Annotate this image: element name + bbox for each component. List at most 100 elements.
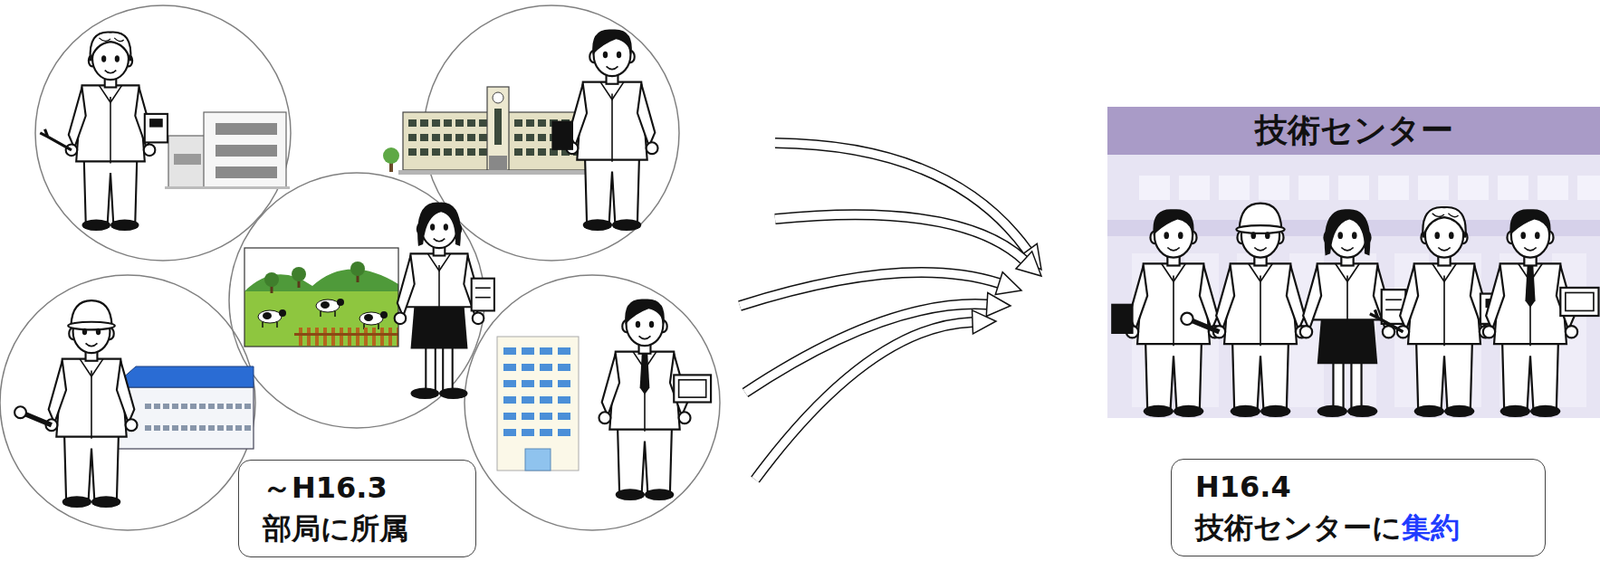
person-eye xyxy=(114,55,120,62)
school-window xyxy=(467,119,476,127)
office-window xyxy=(521,412,535,421)
arrow-body xyxy=(745,304,987,393)
fence-post xyxy=(323,327,327,346)
fence-post xyxy=(388,327,393,346)
office-door xyxy=(525,449,551,471)
school-window xyxy=(514,119,523,127)
person-mouth xyxy=(1437,248,1450,251)
person-shoe xyxy=(1260,405,1291,418)
building-window xyxy=(1139,175,1170,201)
person-eye xyxy=(1520,231,1526,240)
office-window xyxy=(503,412,517,421)
person-hair xyxy=(90,31,132,61)
meadow-inner xyxy=(244,248,399,347)
factory-window xyxy=(226,425,233,432)
factory-window xyxy=(144,403,152,410)
person-eye xyxy=(1163,231,1169,240)
school-clock xyxy=(492,92,504,104)
arrow-head xyxy=(1015,251,1042,277)
group-circle xyxy=(35,5,291,261)
person-eye xyxy=(1434,231,1440,240)
person-mouth xyxy=(1523,248,1536,251)
tree-crown xyxy=(383,147,400,164)
person-hand xyxy=(598,411,611,424)
building-window xyxy=(1298,175,1330,201)
school-window xyxy=(526,134,535,142)
wrench-head xyxy=(14,406,27,419)
school-window xyxy=(455,148,464,156)
factory-window xyxy=(190,425,197,432)
lab-building xyxy=(164,112,290,190)
person-hair xyxy=(417,202,461,247)
person-eye xyxy=(1448,231,1455,240)
school-window xyxy=(408,134,417,142)
person-eye xyxy=(82,328,87,336)
person-trousers xyxy=(84,153,138,223)
office-window xyxy=(503,429,517,437)
held-folder xyxy=(551,121,574,151)
factory-window xyxy=(190,403,197,410)
held-probe xyxy=(1370,309,1404,332)
person-figure xyxy=(1300,209,1407,418)
tower-window xyxy=(494,108,502,145)
factory-window xyxy=(181,403,188,410)
factory-window xyxy=(244,403,251,410)
person-eye xyxy=(443,223,449,230)
person-trousers xyxy=(1232,335,1289,409)
person-trousers xyxy=(617,421,672,492)
held-wrench xyxy=(23,413,52,426)
person-shoe xyxy=(1347,405,1378,418)
building-window xyxy=(1218,175,1250,201)
person-hair xyxy=(1509,209,1551,236)
text-line: 技術センター xyxy=(1255,108,1454,154)
factory-window xyxy=(144,425,152,432)
person-hand xyxy=(1565,325,1578,338)
person-hand xyxy=(1300,325,1313,338)
person-hair xyxy=(624,298,665,325)
school-window xyxy=(420,148,429,156)
person-mouth xyxy=(86,343,98,346)
device-screen xyxy=(149,118,163,127)
arrow-outline xyxy=(755,322,973,480)
school-window xyxy=(467,148,476,156)
hollow-arrow xyxy=(755,310,997,480)
building-window xyxy=(1417,175,1449,201)
cow xyxy=(258,310,282,324)
school-window xyxy=(431,119,441,127)
person-hair xyxy=(592,28,633,55)
text-line: H16.4 xyxy=(1195,467,1522,508)
person-arm xyxy=(1302,266,1322,331)
cap-brim xyxy=(67,322,115,331)
office-window xyxy=(521,364,535,372)
person-shoe xyxy=(583,219,613,231)
person-shoe xyxy=(1530,405,1561,418)
school-window xyxy=(420,134,429,142)
group-circle xyxy=(0,275,256,531)
person-eye xyxy=(1337,231,1343,240)
office-window xyxy=(557,347,571,355)
person-shoe xyxy=(1500,405,1531,418)
held-board xyxy=(471,278,495,312)
hair-line xyxy=(98,38,124,42)
tablet-screen xyxy=(679,380,707,398)
person-shoe xyxy=(110,219,140,231)
office-window xyxy=(539,412,553,421)
board-line xyxy=(1385,298,1402,301)
office-window xyxy=(557,396,571,404)
tree-crown xyxy=(291,267,307,282)
factory-window xyxy=(217,425,224,432)
person-hand xyxy=(646,142,659,154)
arrow-outline xyxy=(745,304,987,393)
arrow-body xyxy=(755,322,973,480)
person-hand xyxy=(394,313,407,326)
person-hand xyxy=(679,411,691,424)
held-probe xyxy=(39,129,72,151)
building-window xyxy=(215,166,278,179)
fence-post xyxy=(380,327,384,346)
person-shoe xyxy=(1414,405,1445,418)
school-tower xyxy=(487,86,509,171)
person-hand xyxy=(143,144,156,157)
fence-post xyxy=(339,327,344,346)
person-arm xyxy=(68,87,87,149)
